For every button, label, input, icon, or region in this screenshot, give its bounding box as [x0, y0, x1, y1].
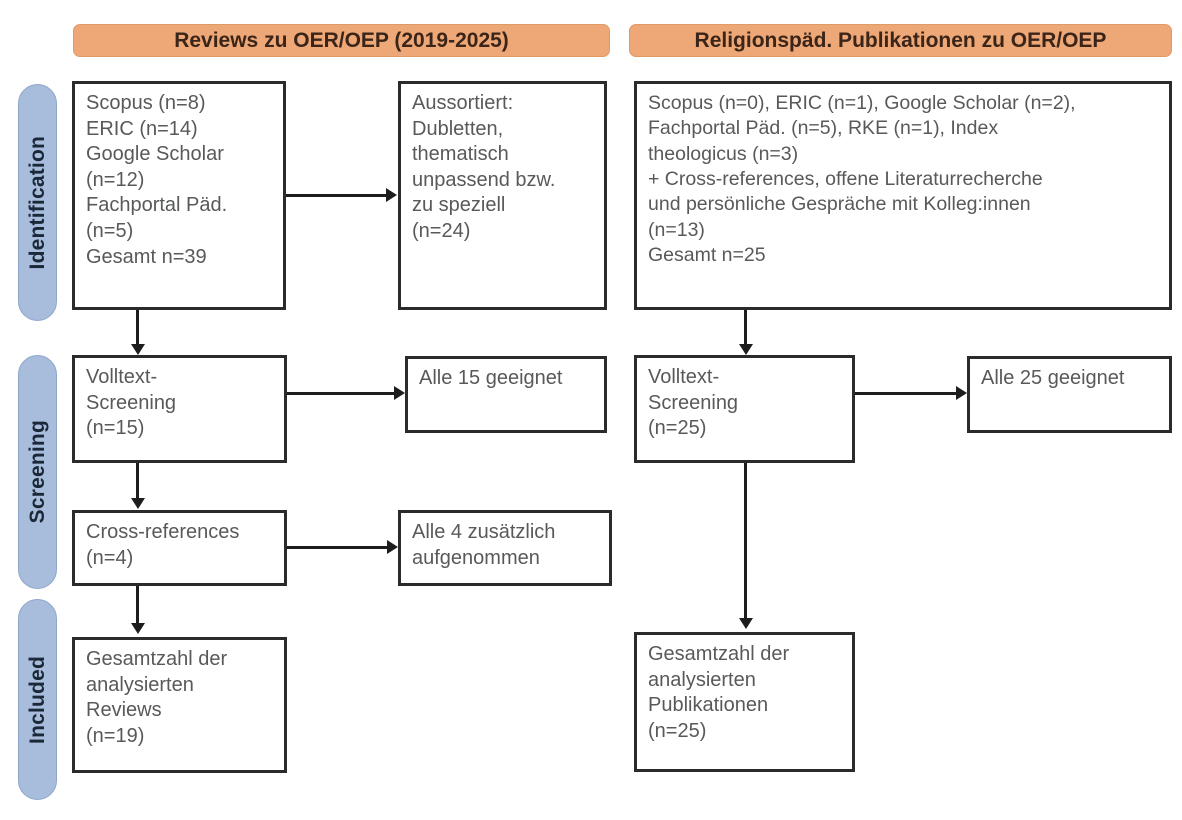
stage-label-screening: Screening [25, 420, 49, 524]
box-line: (n=15) [86, 417, 145, 440]
box-line: Scopus (n=8) [86, 92, 206, 114]
box-line: Fachportal Päd. (n=5), RKE (n=1), Index [648, 117, 999, 140]
box-line: analysierten [648, 668, 756, 691]
box-line: unpassend bzw. [412, 168, 556, 191]
box-right-identification-sources: Scopus (n=0), ERIC (n=1), Google Scholar… [634, 81, 1172, 310]
box-line: Gesamtzahl der [648, 643, 790, 665]
box-line: (n=13) [648, 218, 705, 241]
stage-label-included: Included [25, 655, 49, 744]
box-line: (n=12) [86, 168, 145, 191]
arrow-right-screening-to-result [956, 386, 967, 400]
column-header-reviews: Reviews zu OER/OEP (2019-2025) [73, 24, 610, 57]
box-line: Screening [86, 391, 177, 414]
connector-left-screening-to-result [287, 392, 394, 395]
box-line: Reviews [86, 699, 162, 722]
box-left-included-total: Gesamtzahl der analysierten Reviews (n=1… [72, 637, 287, 773]
box-left-fulltext-screening: Volltext- Screening (n=15) [72, 355, 287, 463]
arrow-left-crossrefs-to-result [387, 540, 398, 554]
box-line: Cross-references [86, 521, 240, 543]
connector-left-crossrefs-to-result [287, 546, 387, 549]
box-left-excluded: Aussortiert: Dubletten, thematisch unpas… [398, 81, 607, 310]
arrow-right-screening-to-included [739, 618, 753, 629]
box-line: aufgenommen [412, 546, 540, 569]
box-right-fulltext-screening: Volltext- Screening (n=25) [634, 355, 855, 463]
arrow-right-id-to-screening [739, 344, 753, 355]
box-line: analysierten [86, 673, 194, 696]
box-line: Gesamt n=39 [86, 245, 207, 268]
connector-left-crossrefs-to-included [136, 586, 139, 625]
box-line: Scopus (n=0), ERIC (n=1), Google Scholar… [648, 92, 1076, 114]
box-line: Fachportal Päd. [86, 194, 228, 217]
connector-left-id-to-excluded [286, 194, 386, 197]
box-line: + Cross-references, offene Literaturrech… [648, 168, 1043, 191]
connector-left-screening-to-crossrefs [136, 463, 139, 500]
arrow-left-screening-to-result [394, 386, 405, 400]
arrow-left-screening-to-crossrefs [131, 498, 145, 509]
column-header-reviews-label: Reviews zu OER/OEP (2019-2025) [174, 28, 509, 52]
box-line: Dubletten, [412, 117, 504, 140]
box-line: Alle 25 geeignet [981, 367, 1125, 389]
column-header-religionspaed: Religionspäd. Publikationen zu OER/OEP [629, 24, 1172, 57]
box-line: Screening [648, 391, 739, 414]
box-line: Aussortiert: [412, 92, 514, 114]
box-line: Volltext- [86, 366, 158, 388]
box-line: (n=25) [648, 719, 707, 742]
box-line: ERIC (n=14) [86, 117, 198, 140]
stage-pill-identification: Identification [18, 84, 57, 321]
box-line: theologicus (n=3) [648, 142, 799, 165]
box-line: (n=19) [86, 724, 145, 747]
box-line: (n=5) [86, 219, 134, 242]
box-left-crossreferences-result: Alle 4 zusätzlich aufgenommen [398, 510, 612, 586]
box-left-screening-result: Alle 15 geeignet [405, 356, 607, 433]
box-right-screening-result: Alle 25 geeignet [967, 356, 1172, 433]
box-right-included-total: Gesamtzahl der analysierten Publikatione… [634, 632, 855, 772]
box-line: Publikationen [648, 694, 769, 717]
stage-pill-screening: Screening [18, 355, 57, 589]
box-line: Alle 4 zusätzlich [412, 521, 556, 543]
box-line: (n=24) [412, 219, 471, 242]
box-left-identification-sources: Scopus (n=8) ERIC (n=14) Google Scholar … [72, 81, 286, 310]
box-line: Alle 15 geeignet [419, 367, 563, 389]
connector-right-screening-to-included [744, 463, 747, 620]
box-left-crossreferences: Cross-references (n=4) [72, 510, 287, 586]
box-line: (n=25) [648, 417, 707, 440]
box-line: zu speziell [412, 194, 506, 217]
connector-right-screening-to-result [855, 392, 956, 395]
box-line: (n=4) [86, 546, 134, 569]
arrow-left-id-to-screening [131, 344, 145, 355]
box-line: und persönliche Gespräche mit Kolleg:inn… [648, 193, 1031, 216]
box-line: Volltext- [648, 366, 720, 388]
connector-right-id-to-screening [744, 310, 747, 346]
box-line: thematisch [412, 143, 509, 166]
stage-pill-included: Included [18, 599, 57, 800]
stage-label-identification: Identification [25, 135, 49, 270]
box-line: Gesamtzahl der [86, 648, 228, 670]
arrow-left-id-to-excluded [386, 188, 397, 202]
column-header-religionspaed-label: Religionspäd. Publikationen zu OER/OEP [694, 28, 1107, 52]
connector-left-id-to-screening [136, 310, 139, 346]
box-line: Gesamt n=25 [648, 244, 766, 267]
arrow-left-crossrefs-to-included [131, 623, 145, 634]
box-line: Google Scholar [86, 143, 224, 166]
